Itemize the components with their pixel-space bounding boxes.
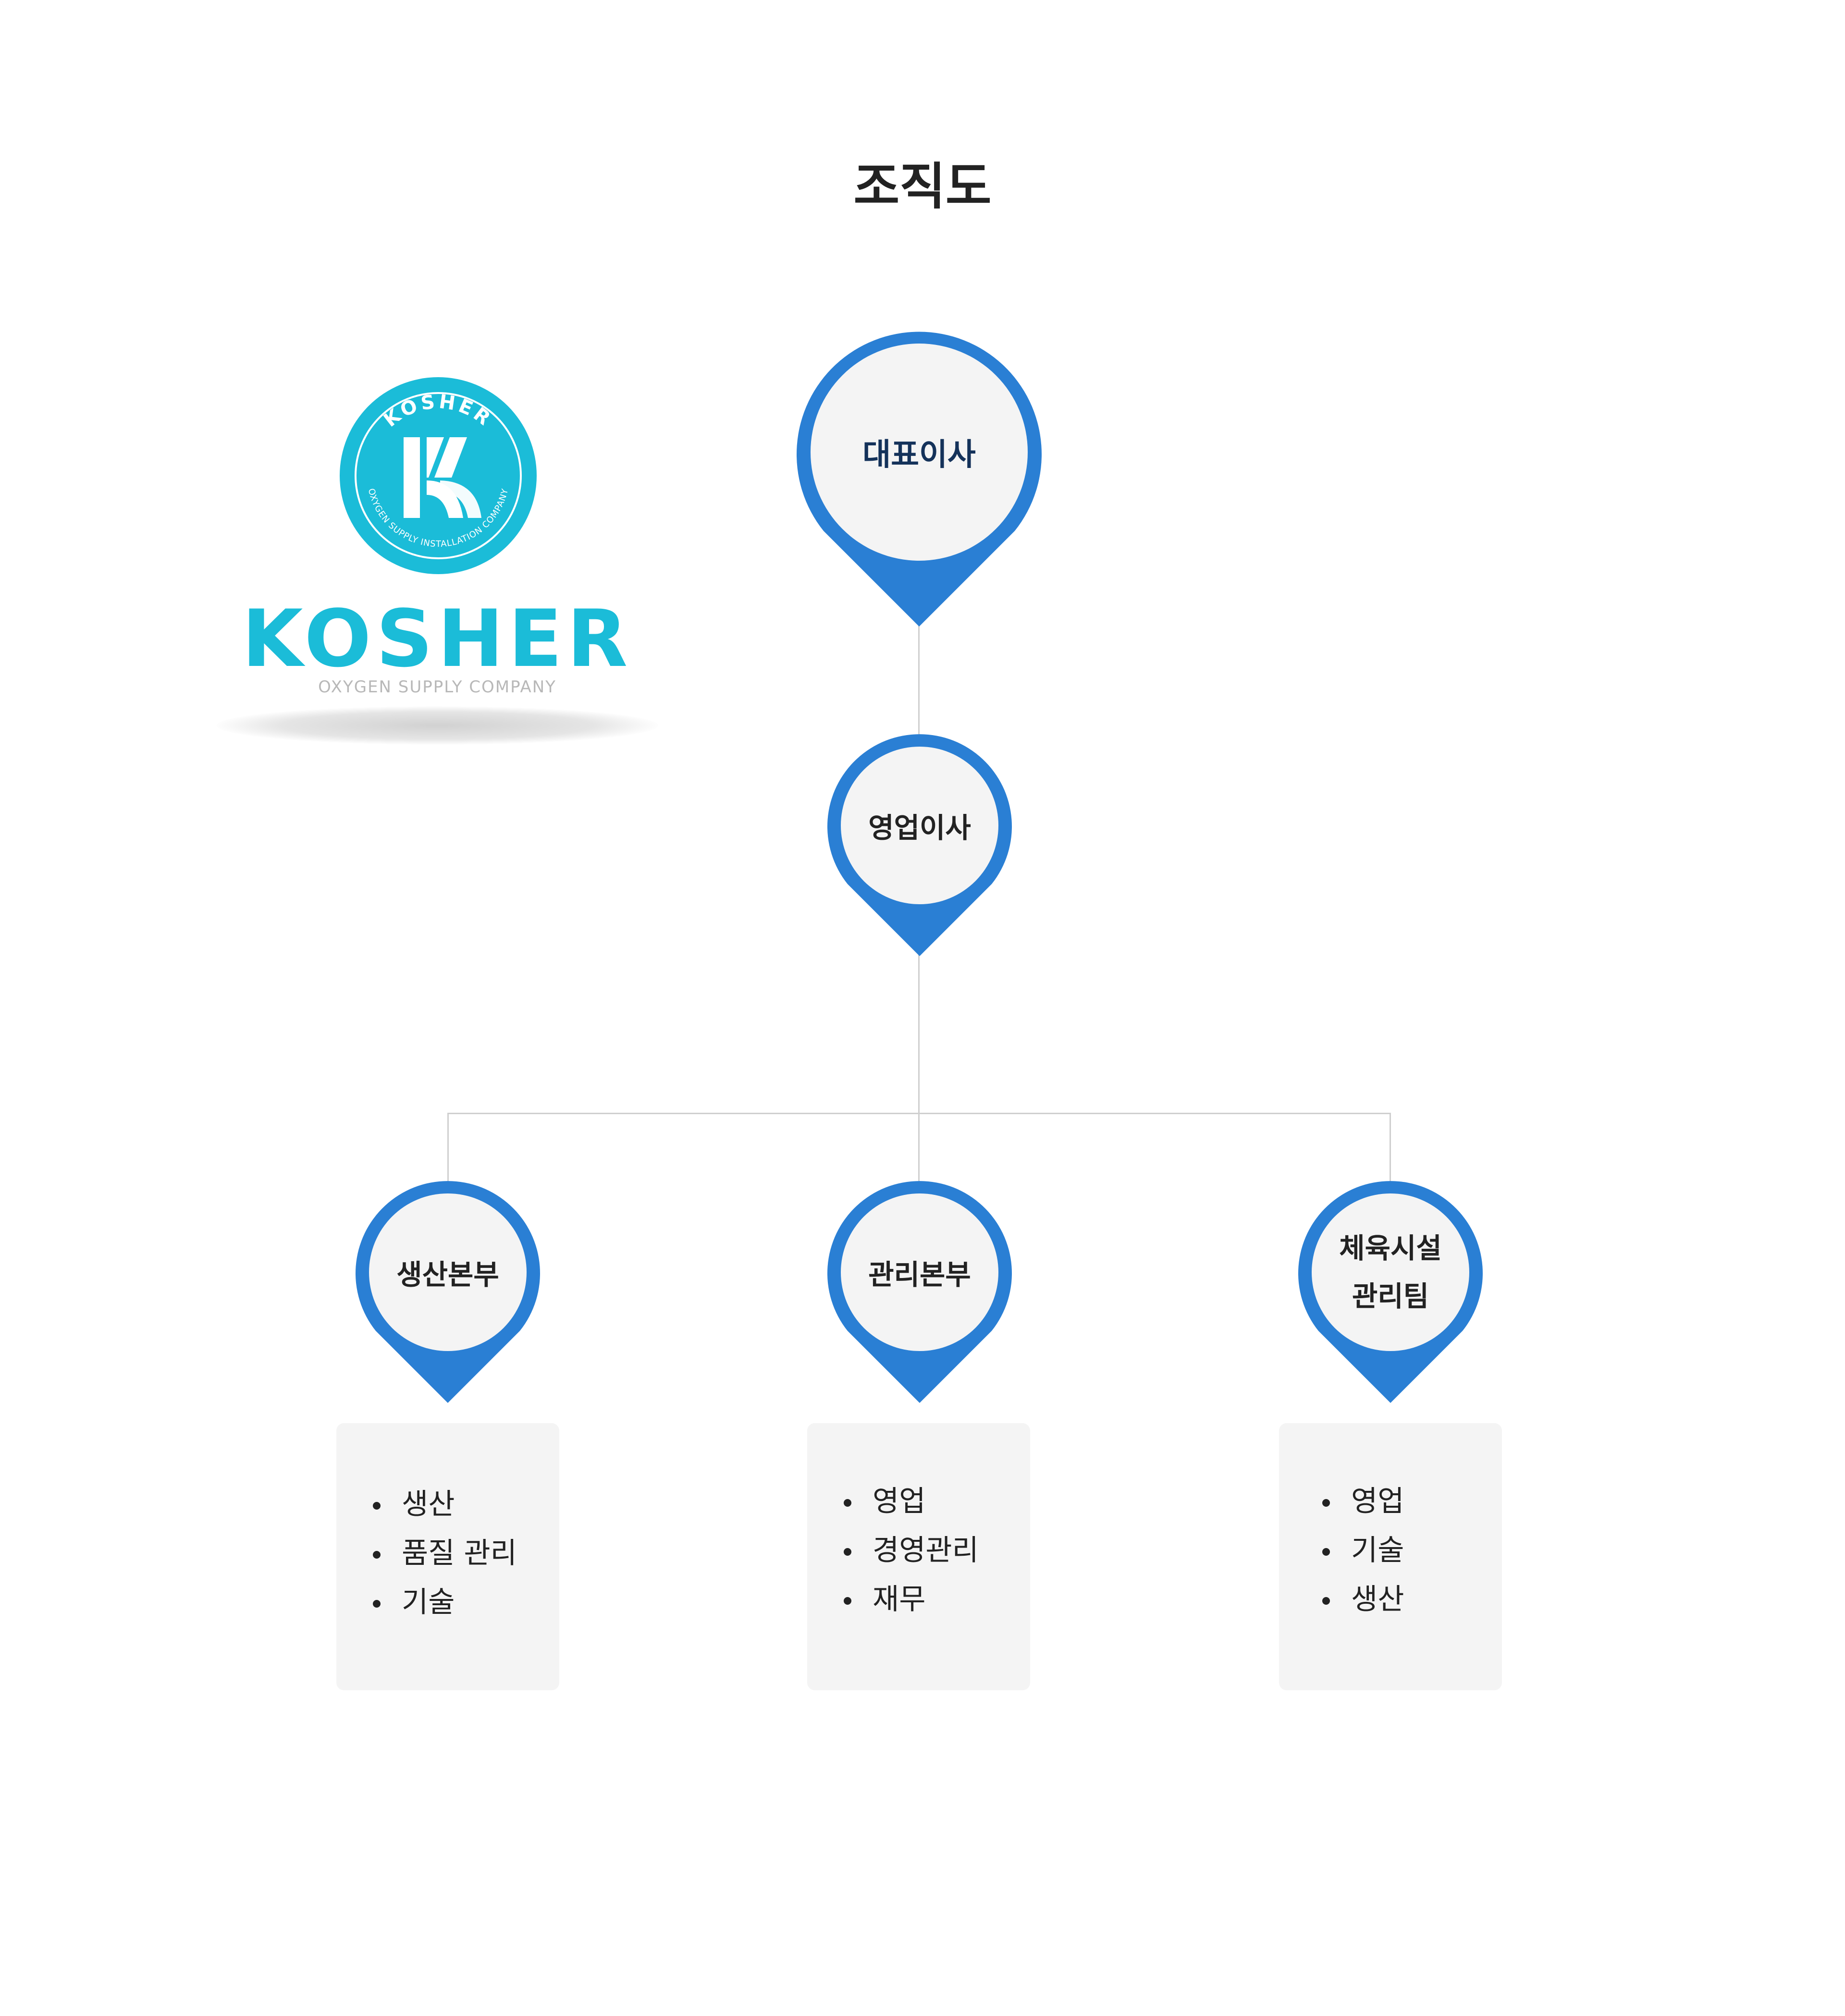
connector-horizontal	[447, 1113, 1391, 1114]
brand-tagline: OXYGEN SUPPLY COMPANY	[318, 677, 556, 697]
node-sales-director: 영업이사	[827, 733, 1012, 957]
brand-name: KOSHER	[242, 593, 633, 685]
node-production-label: 생산본부	[396, 1258, 499, 1291]
node-ceo-label: 대표이사	[862, 437, 976, 473]
production-detail-box: 생산 품질 관리 기술	[336, 1423, 559, 1690]
map-pin-icon	[356, 1181, 540, 1403]
map-pin-icon	[827, 1181, 1012, 1403]
list-item: 기술	[373, 1578, 517, 1627]
production-item-list: 생산 품질 관리 기술	[373, 1480, 517, 1627]
sports-detail-box: 영업 기술 생산	[1279, 1423, 1502, 1690]
connector-sales-to-branch	[918, 951, 920, 1182]
connector-ceo-to-sales	[918, 625, 920, 750]
list-item: 품질 관리	[373, 1529, 517, 1578]
list-item: 생산	[1322, 1575, 1404, 1624]
monogram-stem	[404, 437, 420, 518]
list-item: 경영관리	[844, 1526, 979, 1575]
node-sports-facility-label: 체육시설 관리팀	[1339, 1232, 1442, 1313]
node-ceo: 대표이사	[797, 330, 1042, 627]
map-pin-icon	[797, 332, 1042, 627]
list-item: 재무	[844, 1575, 979, 1624]
node-production: 생산본부	[356, 1180, 540, 1404]
map-pin-icon	[827, 734, 1012, 956]
connector-to-production	[447, 1113, 449, 1185]
list-item: 영업	[1322, 1477, 1404, 1526]
node-management: 관리본부	[827, 1180, 1012, 1404]
management-detail-box: 영업 경영관리 재무	[807, 1423, 1030, 1690]
management-item-list: 영업 경영관리 재무	[844, 1477, 979, 1624]
list-item: 생산	[373, 1480, 517, 1529]
node-sales-director-label: 영업이사	[868, 811, 971, 844]
logo-shadow	[216, 706, 658, 745]
list-item: 기술	[1322, 1526, 1404, 1575]
list-item: 영업	[844, 1477, 979, 1526]
company-logo: KOSHER OXYGEN SUPPLY INSTALLATION COMPAN…	[211, 375, 663, 750]
node-sports-facility: 체육시설 관리팀	[1298, 1180, 1483, 1404]
map-pin-icon	[1298, 1181, 1483, 1403]
connector-to-sports	[1390, 1113, 1391, 1185]
node-management-label: 관리본부	[868, 1258, 971, 1291]
sports-item-list: 영업 기술 생산	[1322, 1477, 1404, 1624]
logo-seal: KOSHER OXYGEN SUPPLY INSTALLATION COMPAN…	[340, 377, 537, 574]
page-title: 조직도	[853, 157, 992, 216]
